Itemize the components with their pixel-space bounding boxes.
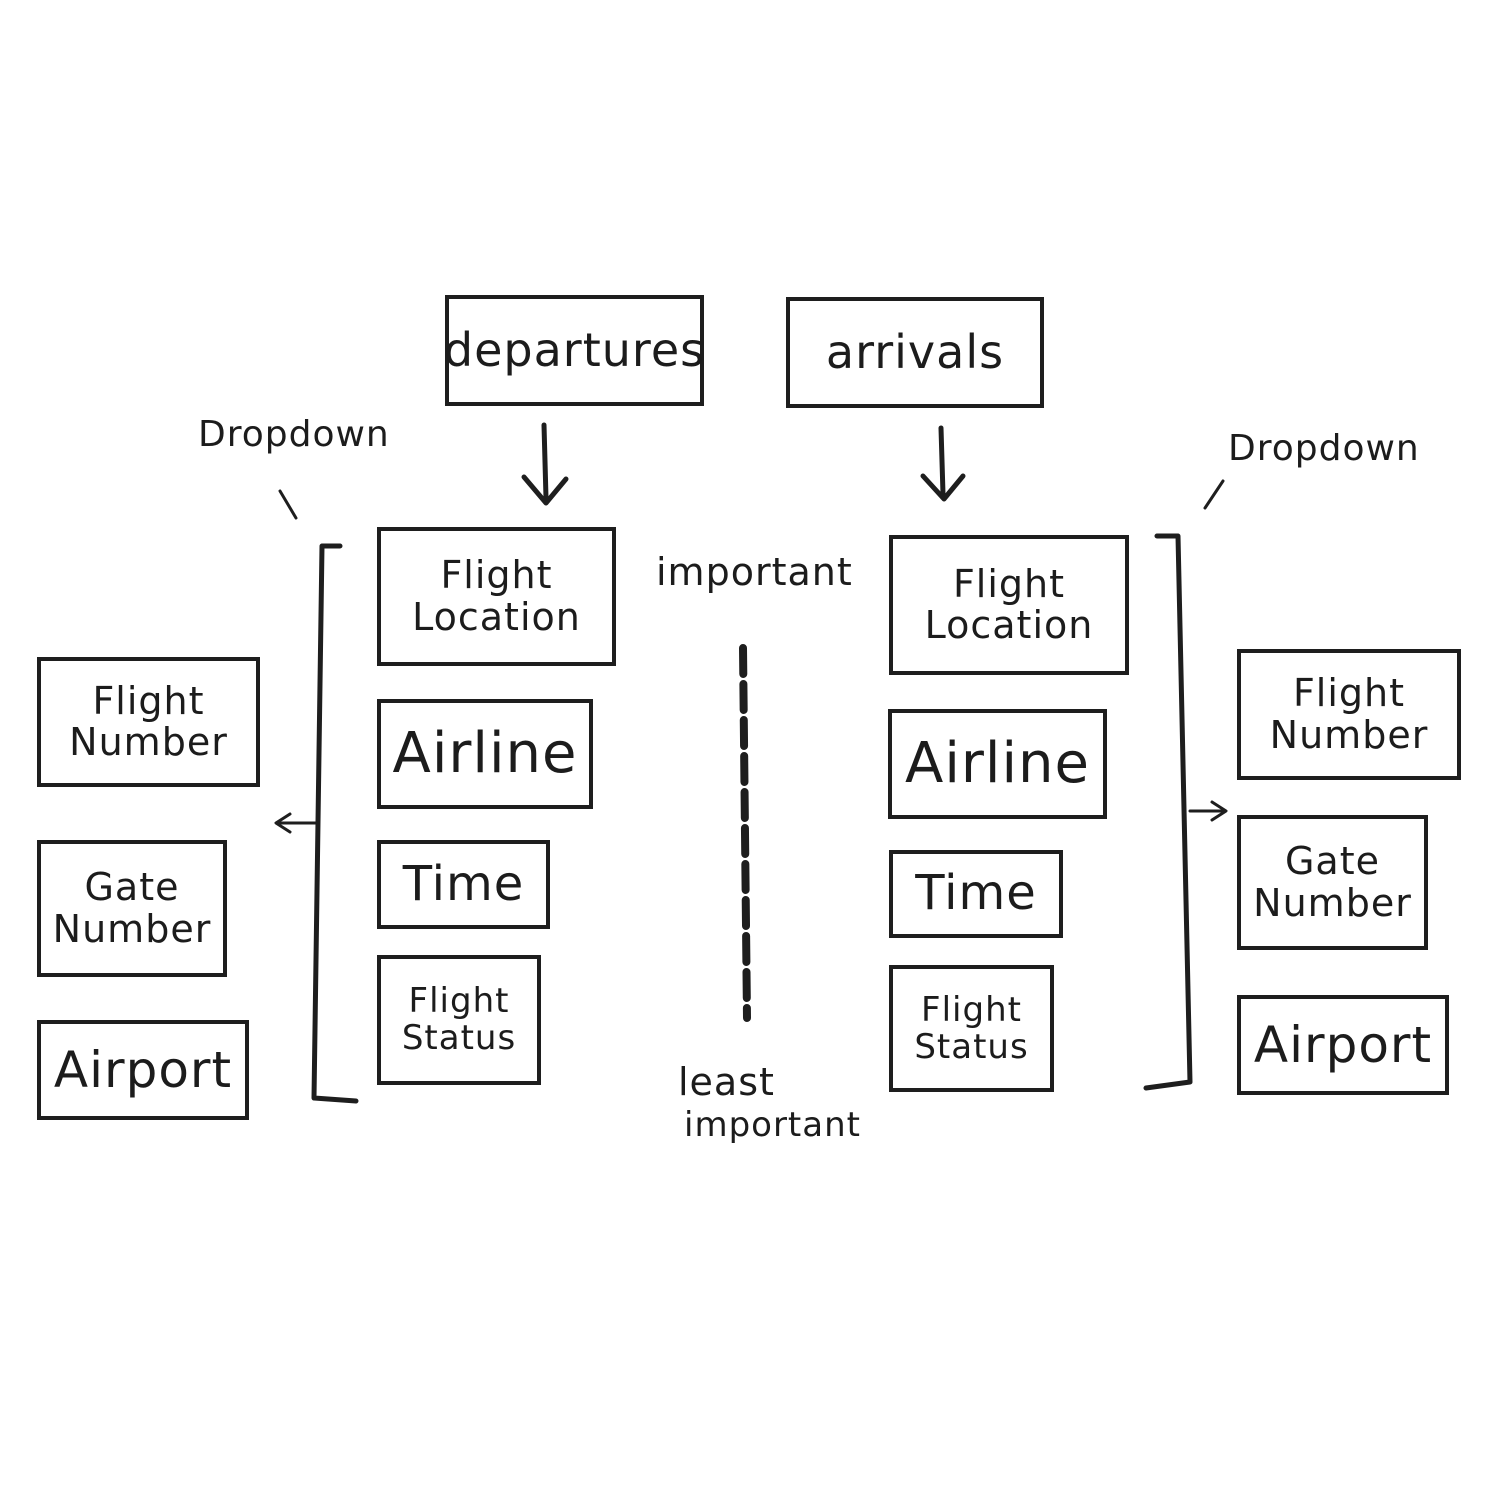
departures-flight-status-line2: Status <box>401 1018 517 1058</box>
arrivals-dropdown-flight-number[interactable]: Flight Number <box>1237 649 1461 780</box>
priority-dashed-line <box>739 644 751 1022</box>
arrivals-bracket <box>1143 533 1193 1091</box>
departures-dropdown-gate-number-line1: Gate <box>84 865 180 910</box>
departures-dropdown-arrow-icon <box>274 812 320 834</box>
arrivals-dropdown-arrow-icon <box>1188 800 1228 822</box>
arrivals-airline: Airline <box>888 709 1107 819</box>
departures-flight-status-line1: Flight <box>408 981 510 1022</box>
departures-dropdown-airport-label: Airport <box>53 1041 233 1099</box>
arrivals-flight-status: Flight Status <box>889 965 1054 1092</box>
arrivals-dropdown-tick <box>1203 479 1225 510</box>
departures-airline: Airline <box>377 699 593 809</box>
departures-dropdown-label: Dropdown <box>198 414 390 455</box>
arrivals-down-arrow-icon <box>920 425 966 502</box>
arrivals-tab-label: arrivals <box>825 324 1005 379</box>
arrivals-time-label: Time <box>915 865 1037 922</box>
departures-tab-label: departures <box>443 322 706 377</box>
departures-dropdown-flight-number-line2: Number <box>69 720 228 764</box>
arrivals-dropdown-gate-number-line1: Gate <box>1284 839 1380 884</box>
departures-flight-location-line2: Location <box>412 594 581 639</box>
arrivals-dropdown-airport-label: Airport <box>1253 1016 1433 1074</box>
priority-bottom-label-line2: important <box>684 1105 861 1145</box>
departures-dropdown-flight-number-line1: Flight <box>92 678 205 723</box>
arrivals-dropdown-airport[interactable]: Airport <box>1237 995 1449 1095</box>
arrivals-time: Time <box>889 850 1063 938</box>
departures-tab[interactable]: departures <box>443 295 706 406</box>
departures-dropdown-airport[interactable]: Airport <box>37 1020 249 1120</box>
departures-dropdown-flight-number[interactable]: Flight Number <box>37 657 260 787</box>
arrivals-dropdown-gate-number[interactable]: Gate Number <box>1237 815 1428 950</box>
arrivals-dropdown-label: Dropdown <box>1228 428 1420 469</box>
arrivals-dropdown-flight-number-line2: Number <box>1269 712 1429 757</box>
departures-time: Time <box>377 840 550 929</box>
departures-airline-label: Airline <box>392 720 578 786</box>
arrivals-airline-label: Airline <box>905 730 1090 796</box>
arrivals-flight-status-line1: Flight <box>921 989 1022 1030</box>
arrivals-flight-location-line2: Location <box>924 603 1094 647</box>
departures-flight-location-line1: Flight <box>440 553 553 598</box>
arrivals-flight-location: Flight Location <box>889 535 1129 675</box>
priority-bottom-label-line1: least <box>678 1060 775 1104</box>
arrivals-flight-status-line2: Status <box>914 1026 1029 1067</box>
departures-dropdown-tick <box>278 489 298 520</box>
arrivals-flight-location-line1: Flight <box>952 561 1066 606</box>
departures-time-label: Time <box>402 855 525 912</box>
priority-top-label: important <box>656 550 853 594</box>
arrivals-tab[interactable]: arrivals <box>786 297 1044 408</box>
departures-dropdown-gate-number[interactable]: Gate Number <box>37 840 227 977</box>
departures-bracket <box>311 543 359 1104</box>
departures-dropdown-gate-number-line2: Number <box>52 906 212 951</box>
arrivals-dropdown-gate-number-line2: Number <box>1253 880 1412 925</box>
departures-down-arrow-icon <box>521 422 569 506</box>
arrivals-dropdown-flight-number-line1: Flight <box>1292 671 1406 716</box>
departures-flight-location: Flight Location <box>377 527 616 666</box>
departures-flight-status: Flight Status <box>377 955 541 1085</box>
